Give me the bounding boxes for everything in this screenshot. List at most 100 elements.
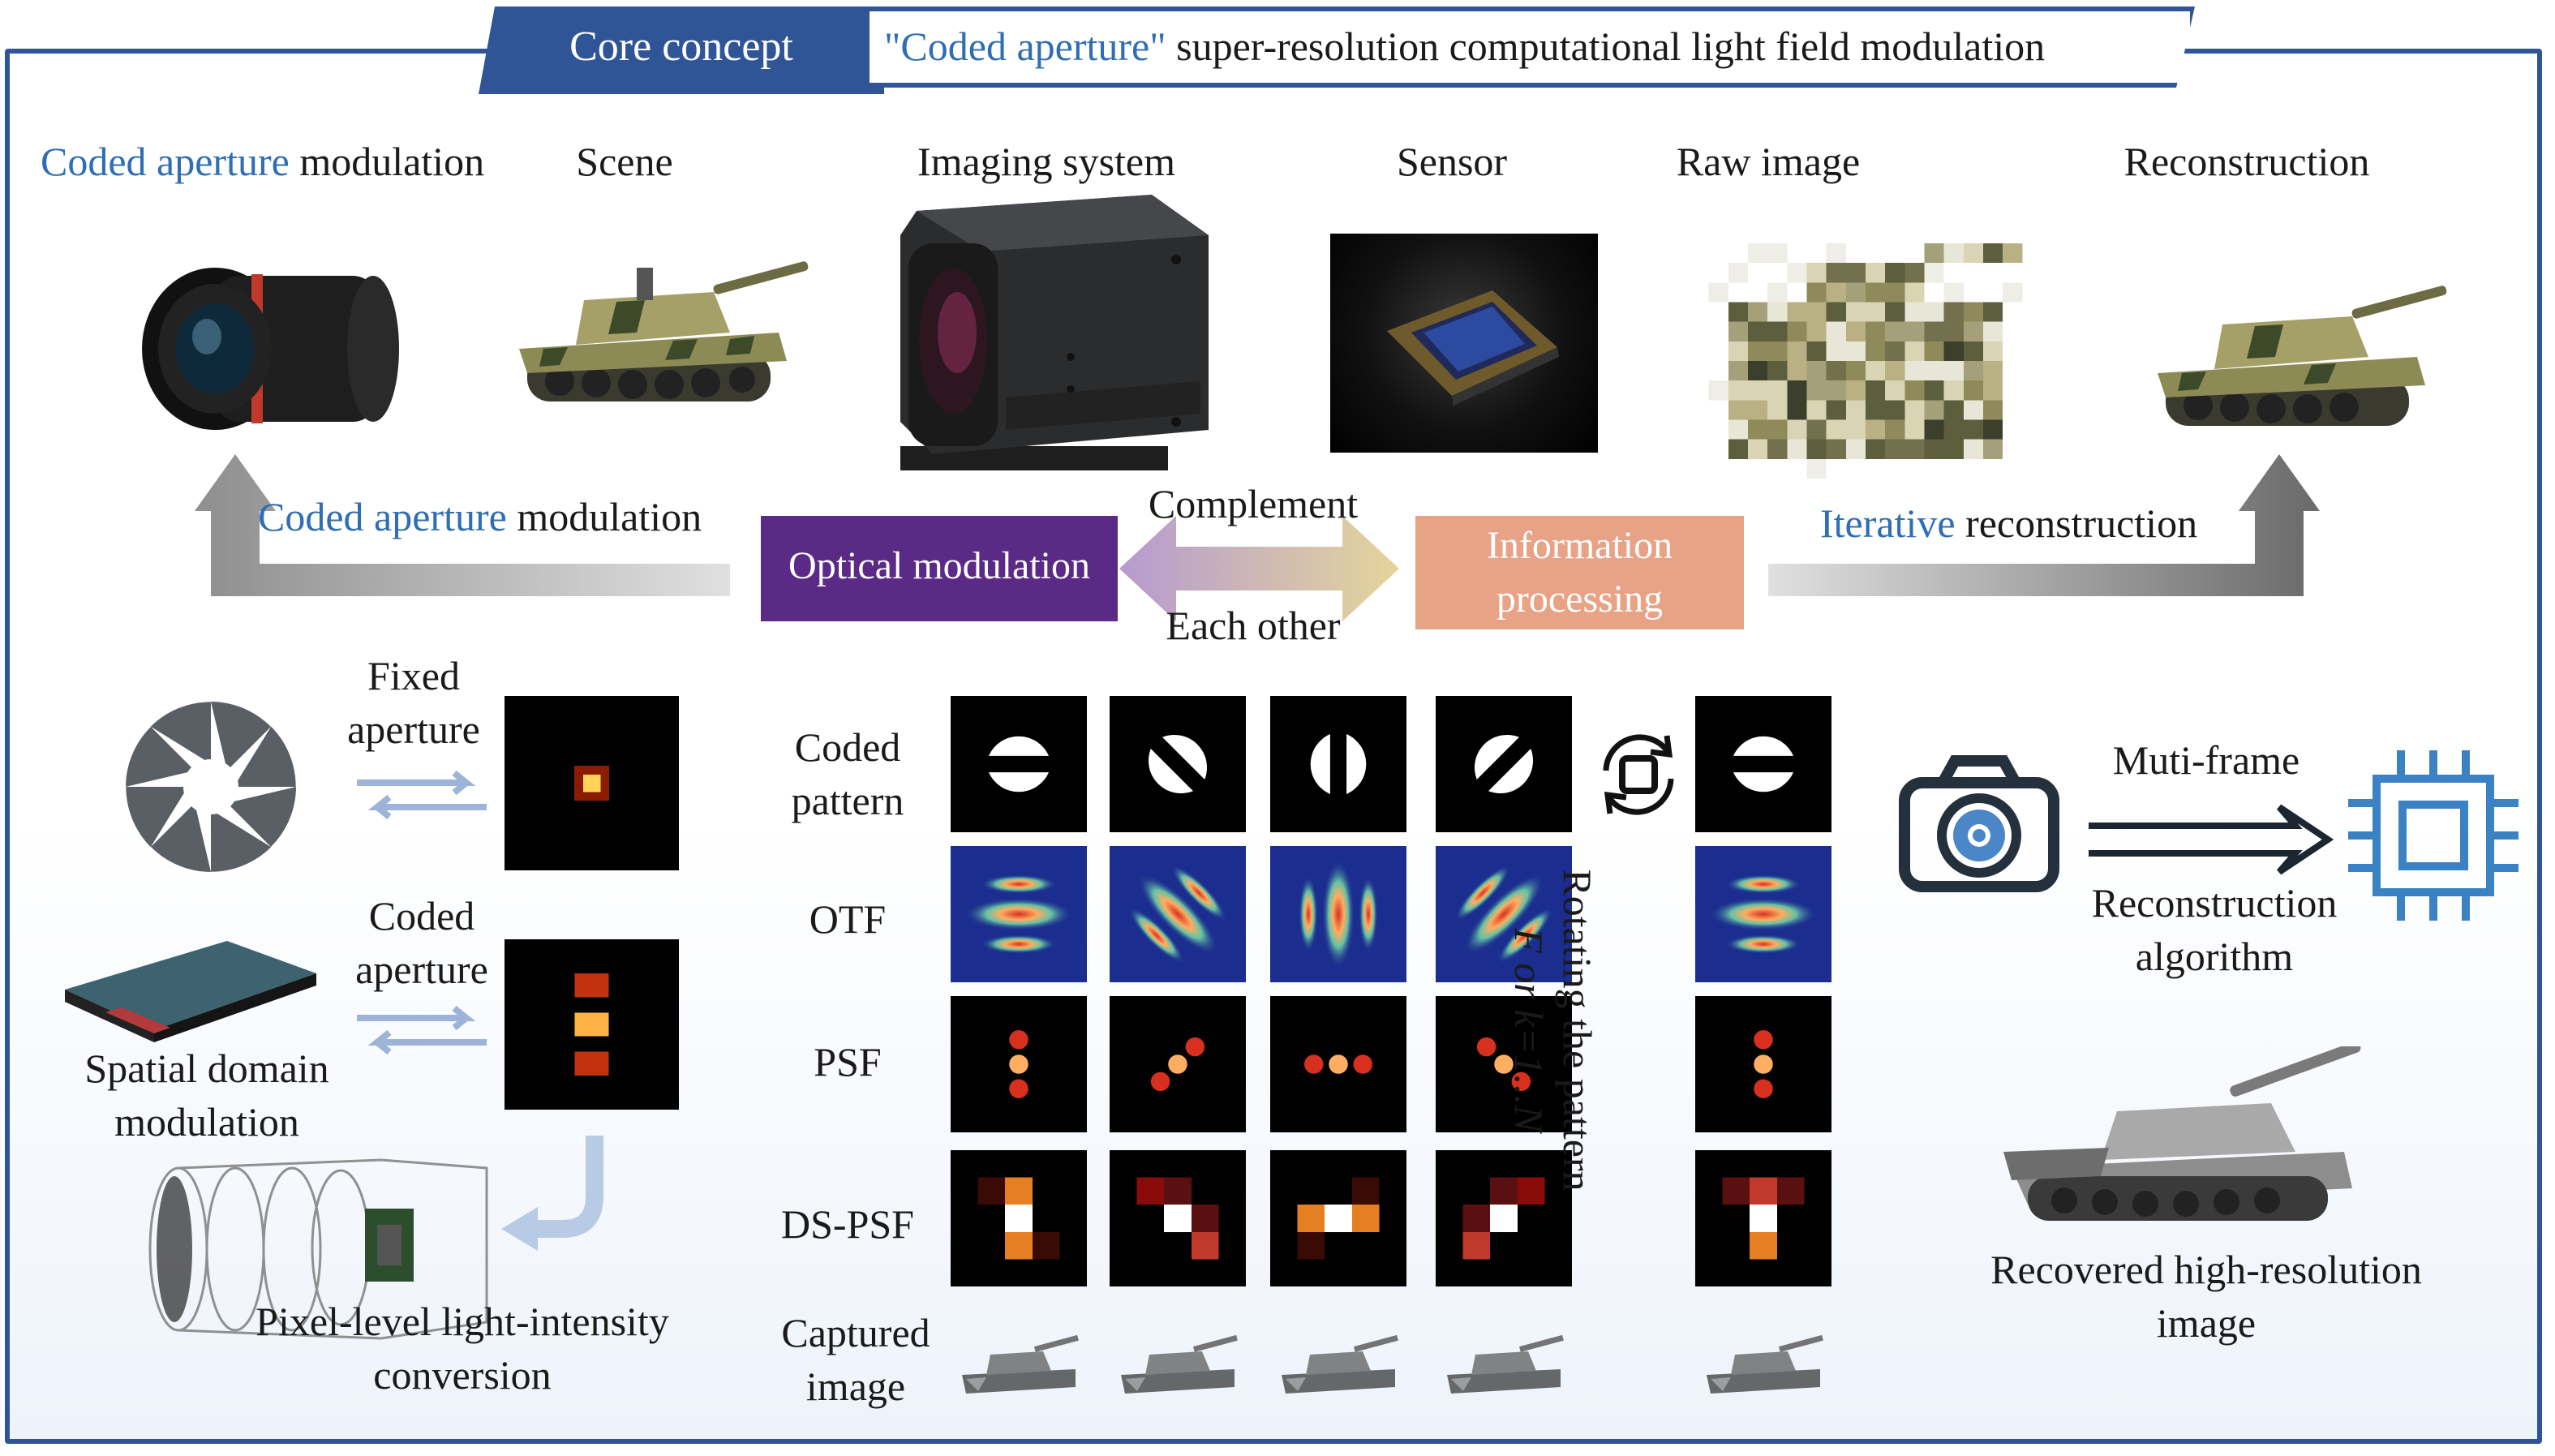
raw-pixel xyxy=(1728,380,1748,401)
label-blue-part: Coded aperture xyxy=(41,139,290,184)
coded-aperture-swap-arrows xyxy=(357,1006,487,1054)
top-label-reconstruction: Reconstruction xyxy=(2123,139,2370,184)
otf-tile xyxy=(1270,846,1406,982)
raw-pixel xyxy=(1845,263,1866,283)
raw-pixel xyxy=(1924,400,1944,420)
ds-psf-tile xyxy=(1436,1150,1572,1286)
reconstruction-algorithm-label: Reconstruction algorithm xyxy=(2091,880,2338,979)
coded-pattern-tile xyxy=(1695,696,1831,832)
raw-pixel xyxy=(1866,321,1886,341)
fixed-aperture-swap-arrows xyxy=(357,771,487,819)
raw-pixel xyxy=(1904,439,1925,459)
raw-pixel xyxy=(1826,400,1846,420)
raw-pixel xyxy=(1904,341,1925,361)
raw-pixel xyxy=(1748,439,1768,459)
otf-tile xyxy=(1436,846,1572,982)
raw-pixel xyxy=(1983,439,2003,459)
raw-pixel xyxy=(1983,341,2003,361)
coded-pattern-tile xyxy=(1436,696,1572,832)
raw-pixel xyxy=(1767,419,1788,440)
raw-pixel xyxy=(1845,302,1866,322)
information-processing-box xyxy=(1415,516,1744,629)
raw-pixel xyxy=(1924,419,1944,440)
complement-double-arrow xyxy=(1119,516,1399,621)
header-title-rest: super-resolution computational light fie… xyxy=(1166,24,2046,69)
rotate-pattern-icon xyxy=(1603,734,1674,815)
aperture-blade xyxy=(151,803,211,872)
fixed-aperture-psf-tile xyxy=(505,696,679,870)
raw-pixel xyxy=(1767,400,1788,420)
psf-tile xyxy=(1695,996,1831,1132)
right-arrow-label: Iterative reconstruction xyxy=(1820,496,2197,550)
left-arrow-label-blue: Coded aperture xyxy=(258,494,507,539)
aperture-blade xyxy=(126,787,188,848)
aperture-blade xyxy=(211,702,271,771)
raw-pixel xyxy=(1963,419,1983,440)
ds-psf-tile xyxy=(1270,1150,1406,1286)
raw-pixel xyxy=(1943,361,1964,381)
raw-pixel xyxy=(1767,439,1788,459)
label-black-part: modulation xyxy=(289,139,485,184)
psf-tile xyxy=(1270,996,1406,1132)
raw-pixel xyxy=(1845,321,1866,341)
lens-assembly-image xyxy=(148,1158,488,1340)
row-label-ds-psf: DS-PSF xyxy=(781,1201,914,1247)
down-left-curved-arrow xyxy=(501,1136,603,1251)
row-label-psf: PSF xyxy=(814,1039,882,1084)
raw-pixel xyxy=(1767,341,1788,361)
raw-pixel xyxy=(1767,380,1788,401)
top-label-raw-image: Raw image xyxy=(1676,139,1861,184)
raw-pixel xyxy=(1826,361,1846,381)
raw-pixel xyxy=(1904,380,1925,401)
psf-tile xyxy=(951,996,1087,1132)
raw-pixel xyxy=(1885,341,1905,361)
raw-pixel xyxy=(1767,243,1788,264)
raw-pixel xyxy=(1963,361,1983,381)
raw-pixel xyxy=(1767,282,1788,303)
raw-pixel xyxy=(1728,439,1748,459)
ds-psf-tile xyxy=(1110,1150,1246,1286)
raw-pixel xyxy=(1866,263,1886,283)
raw-pixel xyxy=(1708,380,1728,401)
optical-modulation-box xyxy=(761,516,1118,621)
raw-pixel xyxy=(1748,321,1768,341)
raw-pixel xyxy=(1728,302,1748,322)
recovered-tank-image xyxy=(2003,1046,2361,1221)
coded-pattern-tile xyxy=(951,696,1087,832)
raw-pixel xyxy=(1904,263,1925,283)
raw-pixel xyxy=(1983,419,2003,440)
aperture-blade xyxy=(211,810,272,872)
raw-pixel xyxy=(1845,341,1866,361)
aperture-icon xyxy=(126,702,296,872)
raw-pixel xyxy=(1983,380,2003,401)
rotating-pattern-line2: F or k=1...N xyxy=(1506,928,1552,1132)
raw-pixel xyxy=(2003,243,2023,264)
raw-pixel xyxy=(1787,321,1807,341)
raw-pixel xyxy=(1806,419,1827,440)
raw-pixel xyxy=(1943,439,1964,459)
raw-pixel xyxy=(1806,439,1827,459)
raw-pixel xyxy=(1826,380,1846,401)
raw-pixel xyxy=(1924,439,1944,459)
raw-pixel xyxy=(1806,321,1827,341)
raw-pixel xyxy=(1826,302,1846,322)
raw-pixel xyxy=(1728,419,1748,440)
cpu-chip-icon xyxy=(2348,750,2518,921)
raw-pixel xyxy=(1963,400,1983,420)
raw-pixel xyxy=(1787,361,1807,381)
rotating-pattern-line1: Rotating the pattern xyxy=(1555,869,1600,1192)
raw-pixel xyxy=(1845,439,1866,459)
raw-pixel xyxy=(1787,419,1807,440)
raw-pixel xyxy=(1787,302,1807,322)
scene-tank-image xyxy=(519,261,809,402)
raw-pixel xyxy=(1885,419,1905,440)
raw-pixel xyxy=(1866,400,1886,420)
raw-pixel xyxy=(1826,243,1846,264)
spatial-light-modulator-image xyxy=(65,941,316,1042)
right-up-arrow xyxy=(1768,454,2320,596)
raw-pixel xyxy=(1963,321,1983,341)
raw-pixel xyxy=(1748,302,1768,322)
raw-pixel xyxy=(1963,439,1983,459)
raw-pixel xyxy=(1806,361,1827,381)
raw-pixel xyxy=(1885,439,1905,459)
